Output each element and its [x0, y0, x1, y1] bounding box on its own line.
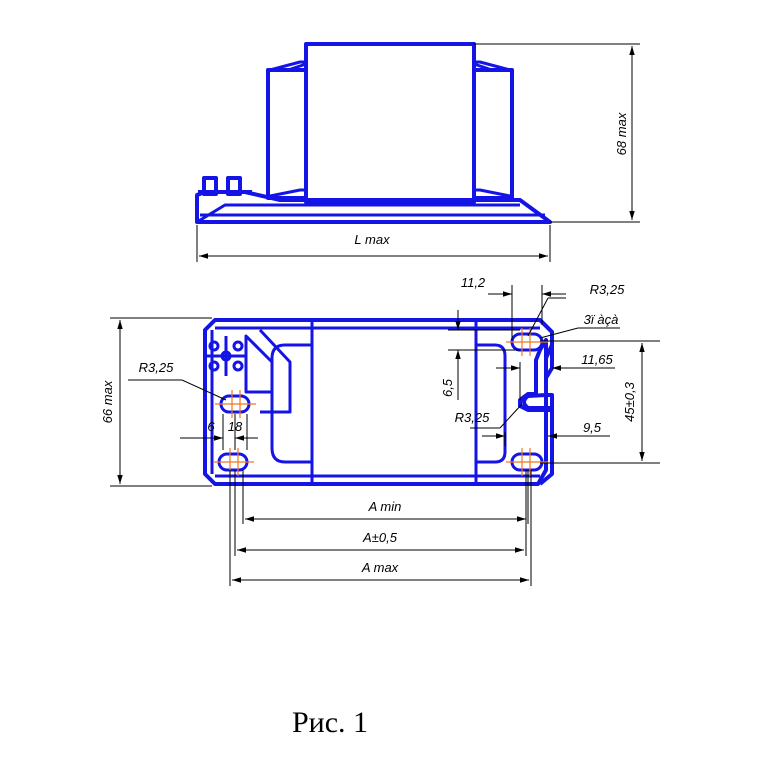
dim-radius-top: R3,25 — [590, 282, 625, 297]
dim-9-5: 9,5 — [583, 420, 602, 435]
side-terminal-block — [198, 176, 252, 196]
dim-radius-mid: R3,25 — [455, 410, 490, 425]
dim-width-max: 66 max — [100, 380, 115, 423]
side-view-dimensions — [196, 43, 640, 262]
dim-length-max: L max — [354, 232, 390, 247]
dim-11-65: 11,65 — [581, 352, 613, 367]
dim-a-max: A max — [361, 560, 399, 575]
dim-height-max: 68 max — [614, 112, 629, 155]
dim-radius-left: R3,25 — [139, 360, 174, 375]
dim-18: 18 — [228, 419, 243, 434]
side-core — [304, 42, 476, 204]
plan-right-window — [476, 343, 507, 464]
dim-a-min: A min — [368, 499, 402, 514]
figure-caption: Рис. 1 — [291, 706, 369, 739]
dim-a-nominal: A±0,5 — [362, 530, 398, 545]
dim-6: 6 — [207, 419, 215, 434]
plan-core — [310, 318, 478, 486]
side-right-coil — [472, 60, 514, 200]
side-view — [195, 42, 552, 224]
plan-left-window — [270, 343, 312, 464]
dim-45: 45±0,3 — [622, 381, 637, 421]
plan-terminal-block — [206, 334, 274, 394]
dim-pitch-11-2: 11,2 — [461, 275, 486, 290]
plan-view-dimensions — [110, 285, 660, 586]
dim-slot-note: 3ї àçà — [584, 312, 619, 327]
dim-6-5: 6,5 — [440, 378, 455, 397]
side-left-coil — [266, 60, 308, 200]
plan-view — [203, 318, 554, 486]
